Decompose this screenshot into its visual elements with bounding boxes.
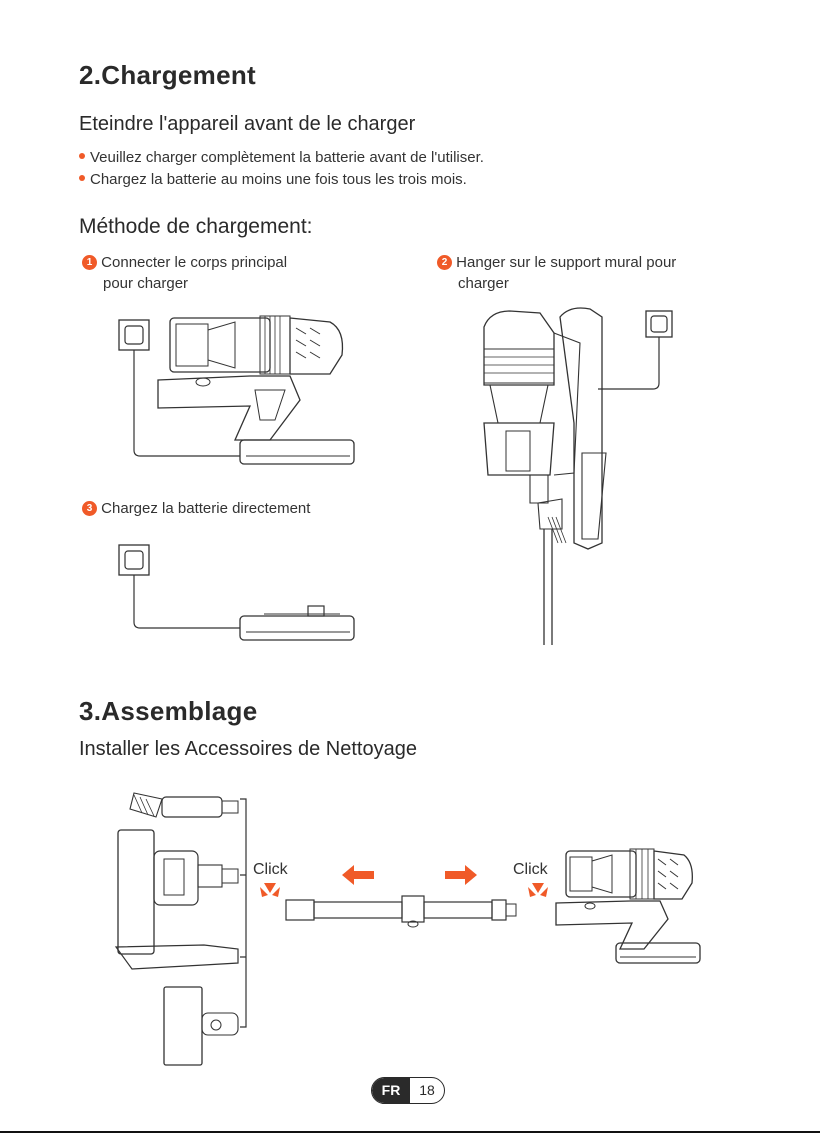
bullet-text: Veuillez charger complètement la batteri… [90, 149, 484, 166]
bullet-item: Veuillez charger complètement la batteri… [79, 147, 484, 168]
step-3-line1: Chargez la batterie directement [101, 500, 311, 517]
method-title: Méthode de chargement: [79, 215, 313, 238]
assembly-subtitle: Installer les Accessoires de Nettoyage [79, 738, 417, 760]
step-number-badge: 3 [82, 500, 97, 516]
step-1: 1 Connecter le corps principal [82, 252, 287, 273]
page-footer-badge: FR 18 [371, 1077, 445, 1104]
page-number: 18 [419, 1082, 435, 1098]
charging-subtitle: Eteindre l'appareil avant de le charger [79, 113, 416, 135]
footer-language: FR [372, 1078, 410, 1103]
click-label-right: Click [513, 861, 548, 878]
step-2-line2: charger [458, 275, 509, 292]
step-2: 2 Hanger sur le support mural pour [437, 252, 676, 273]
step-1-line2: pour charger [103, 275, 189, 292]
arrow-right-icon [445, 865, 477, 885]
battery-charging-illustration [118, 544, 355, 641]
wall-mount-illustration [483, 307, 673, 645]
section-title-charging: 2.Chargement [79, 60, 256, 90]
click-arrows-icon [260, 883, 280, 897]
click-arrows-icon [528, 883, 548, 897]
step-1-line1: Connecter le corps principal [101, 254, 288, 271]
bullet-item: Chargez la batterie au moins une fois to… [79, 169, 467, 190]
bottom-divider [0, 1131, 820, 1133]
step-2-line1: Hanger sur le support mural pour [456, 254, 677, 271]
section-title-assembly: 3.Assemblage [79, 696, 258, 726]
step-3: 3 Chargez la batterie directement [82, 498, 310, 519]
bullet-dot-icon [79, 175, 85, 182]
vacuum-body-charging-illustration [118, 315, 355, 465]
vacuum-body-illustration [555, 848, 701, 964]
bullet-dot-icon [79, 153, 85, 160]
click-label-left: Click [253, 861, 288, 878]
step-number-badge: 2 [437, 254, 452, 270]
extension-tube-illustration [285, 895, 517, 928]
step-number-badge: 1 [82, 254, 97, 270]
arrow-left-icon [342, 865, 374, 885]
accessories-group-illustration [114, 792, 247, 1066]
bullet-text: Chargez la batterie au moins une fois to… [90, 171, 467, 188]
